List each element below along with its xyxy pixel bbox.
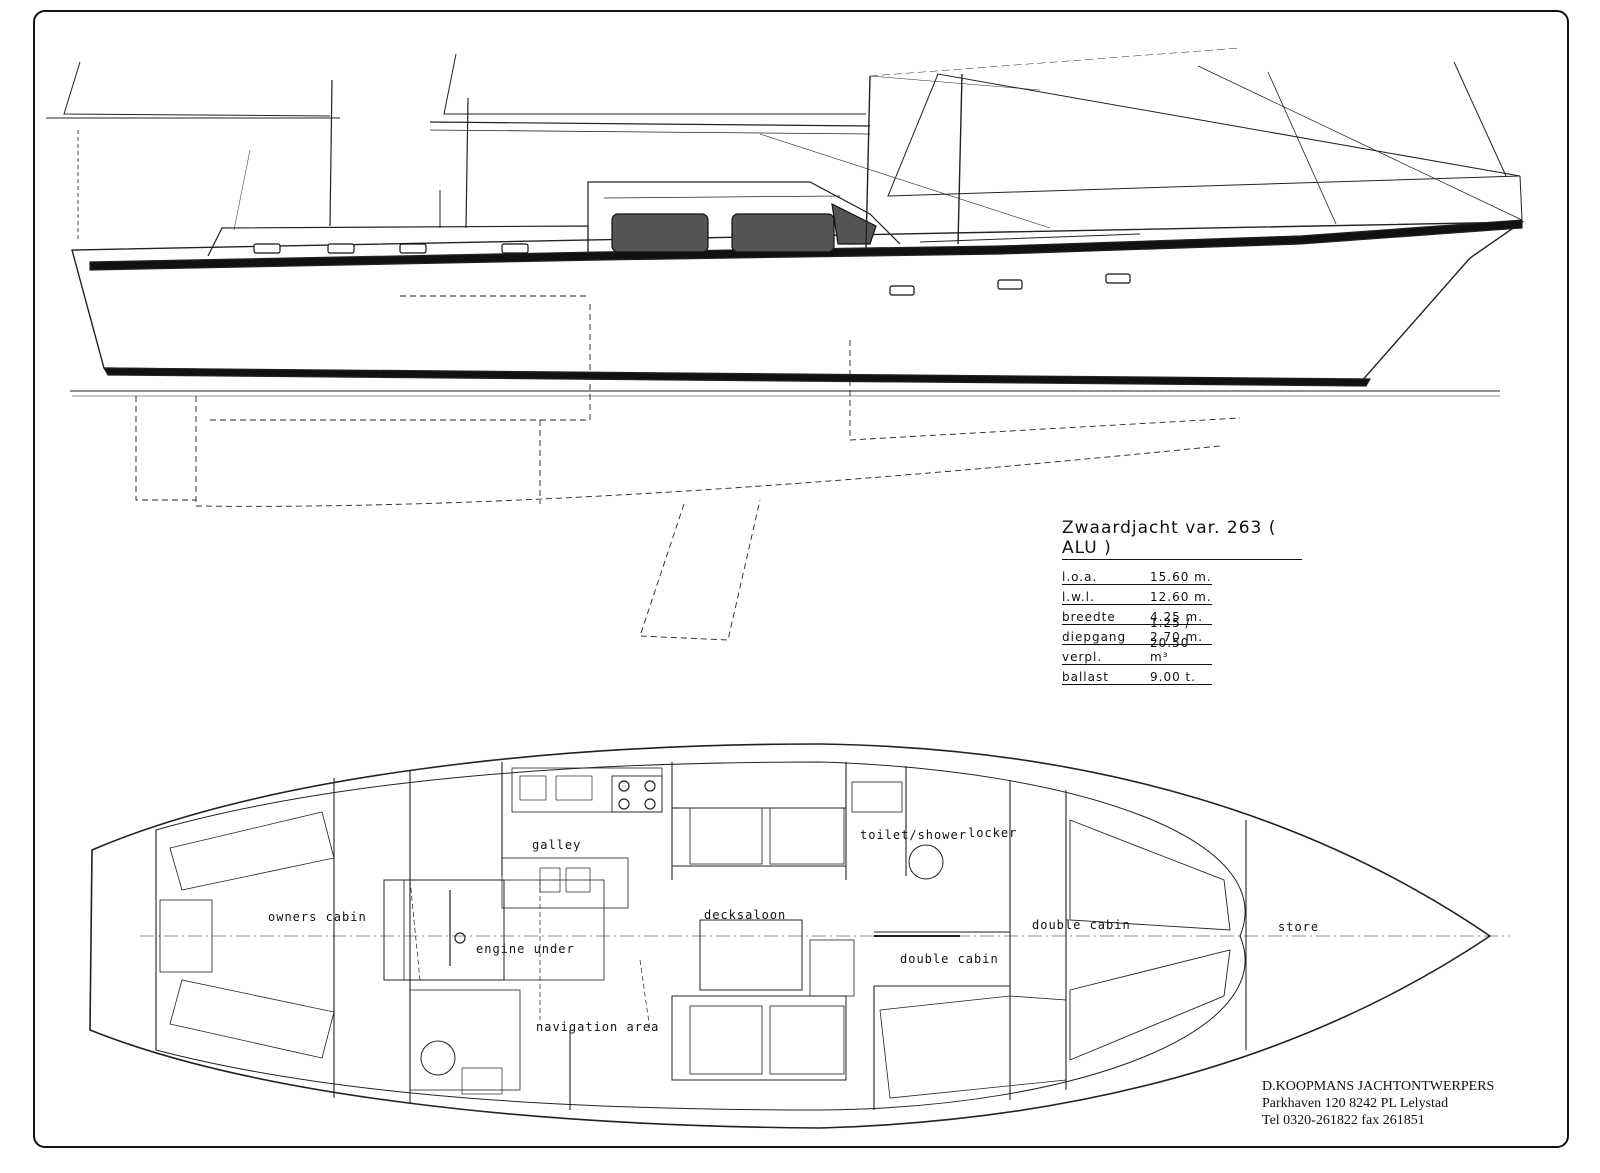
spec-title: Zwaardjacht var. 263 ( ALU ) [1062,518,1302,560]
plan-view [89,743,1510,1129]
spec-row: l.w.l. 12.60 m. [1062,586,1212,605]
credits-line: Tel 0320-261822 fax 261851 [1262,1113,1425,1128]
spec-row: verpl. 20.50 m³ [1062,636,1212,665]
side-elevation [46,47,1525,641]
spec-value: 20.50 m³ [1150,636,1190,664]
spec-table: Zwaardjacht var. 263 ( ALU ) l.o.a. 15.60… [1062,518,1302,686]
spec-row: breedte 4.25 m. [1062,606,1212,625]
spec-key: diepgang [1062,630,1127,644]
spec-value: 12.60 m. [1150,590,1212,604]
room-label-owners-cabin: owners cabin [268,910,367,924]
spec-value: 4.25 m. [1150,610,1204,624]
room-label-double-cabin-fwd: double cabin [1032,918,1131,932]
room-label-navigation-area: navigation area [536,1020,660,1034]
room-label-toilet-shower: toilet/shower [860,828,967,842]
room-label-galley: galley [532,838,582,852]
credits-line: Parkhaven 120 8242 PL Lelystad [1262,1096,1449,1111]
spec-key: l.o.a. [1062,570,1098,584]
room-label-decksaloon: decksaloon [704,908,787,922]
room-label-engine-under: engine under [476,942,575,956]
spec-key: breedte [1062,610,1116,624]
spec-key: ballast [1062,670,1109,684]
spec-row: diepgang 1.25 / 2.70 m. [1062,616,1212,645]
room-label-double-cabin-mid: double cabin [900,952,999,966]
credits-line: D.KOOPMANS JACHTONTWERPERS [1262,1079,1495,1094]
spec-row: ballast 9.00 t. [1062,666,1212,685]
spec-value: 9.00 t. [1150,670,1197,684]
spec-row: l.o.a. 15.60 m. [1062,566,1212,585]
spec-value: 15.60 m. [1150,570,1212,584]
spec-key: l.w.l. [1062,590,1095,604]
designer-credits: D.KOOPMANS JACHTONTWERPERS Parkhaven 120… [1262,1078,1494,1129]
room-label-store: store [1278,920,1320,934]
drawing-frame [33,10,1569,1148]
spec-key: verpl. [1062,650,1103,664]
room-label-locker: locker [968,826,1018,840]
spec-value: 1.25 / 2.70 m. [1150,616,1204,644]
